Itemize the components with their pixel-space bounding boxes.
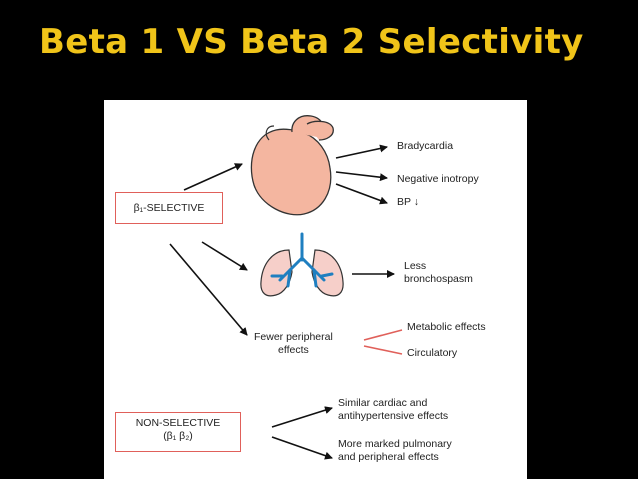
slide-title: Beta 1 VS Beta 2 Selectivity [39,22,584,62]
peripheral-bracket [363,329,403,355]
lung-effect-line1: Less [404,260,427,272]
lungs-icon [260,232,344,297]
arrow-to-peripheral [169,243,248,336]
effect-metabolic: Metabolic effects [407,321,486,333]
arrow-to-heart [183,163,243,191]
effect-less-bronchospasm: Less bronchospasm [404,260,473,286]
beta1-selective-label: β₁-SELECTIVE [133,202,205,214]
effect-more-marked: More marked pulmonary and peripheral eff… [338,438,452,464]
arrow-to-lungs [201,241,248,271]
title-bar: Beta 1 VS Beta 2 Selectivity [0,0,638,100]
peripheral-line1: Fewer peripheral [254,331,333,343]
arrow-inotropy [335,171,388,182]
effect-bradycardia: Bradycardia [397,140,454,152]
beta1-selective-box: β₁-SELECTIVE [115,192,223,224]
nonselective-label: NON-SELECTIVE [135,417,221,429]
effect-circulatory: Circulatory [407,347,458,359]
more-marked-line2: and peripheral effects [338,451,439,463]
arrow-similar-cardiac [271,406,333,428]
effect-negative-inotropy: Negative inotropy [397,173,479,185]
similar-cardiac-line1: Similar cardiac and [338,397,428,409]
arrow-bradycardia [335,144,388,159]
arrow-more-marked [271,436,333,460]
fewer-peripheral-effects: Fewer peripheral effects [254,331,333,357]
more-marked-line1: More marked pulmonary [338,438,452,450]
heart-icon [250,115,334,216]
arrow-bp [335,183,388,205]
nonselective-box: NON-SELECTIVE (β₁ β₂) [115,412,241,452]
lung-effect-line2: bronchospasm [404,273,473,285]
effect-similar-cardiac: Similar cardiac and antihypertensive eff… [338,397,448,423]
effect-bp-decrease: BP ↓ [397,196,419,208]
peripheral-line2: effects [278,344,309,356]
diagram-figure: β₁-SELECTIVE NON-SELECTIVE (β₁ β₂) Brady… [104,100,527,479]
diagram-svg [169,115,403,460]
similar-cardiac-line2: antihypertensive effects [338,410,449,422]
nonselective-receptors: (β₁ β₂) [163,430,193,442]
